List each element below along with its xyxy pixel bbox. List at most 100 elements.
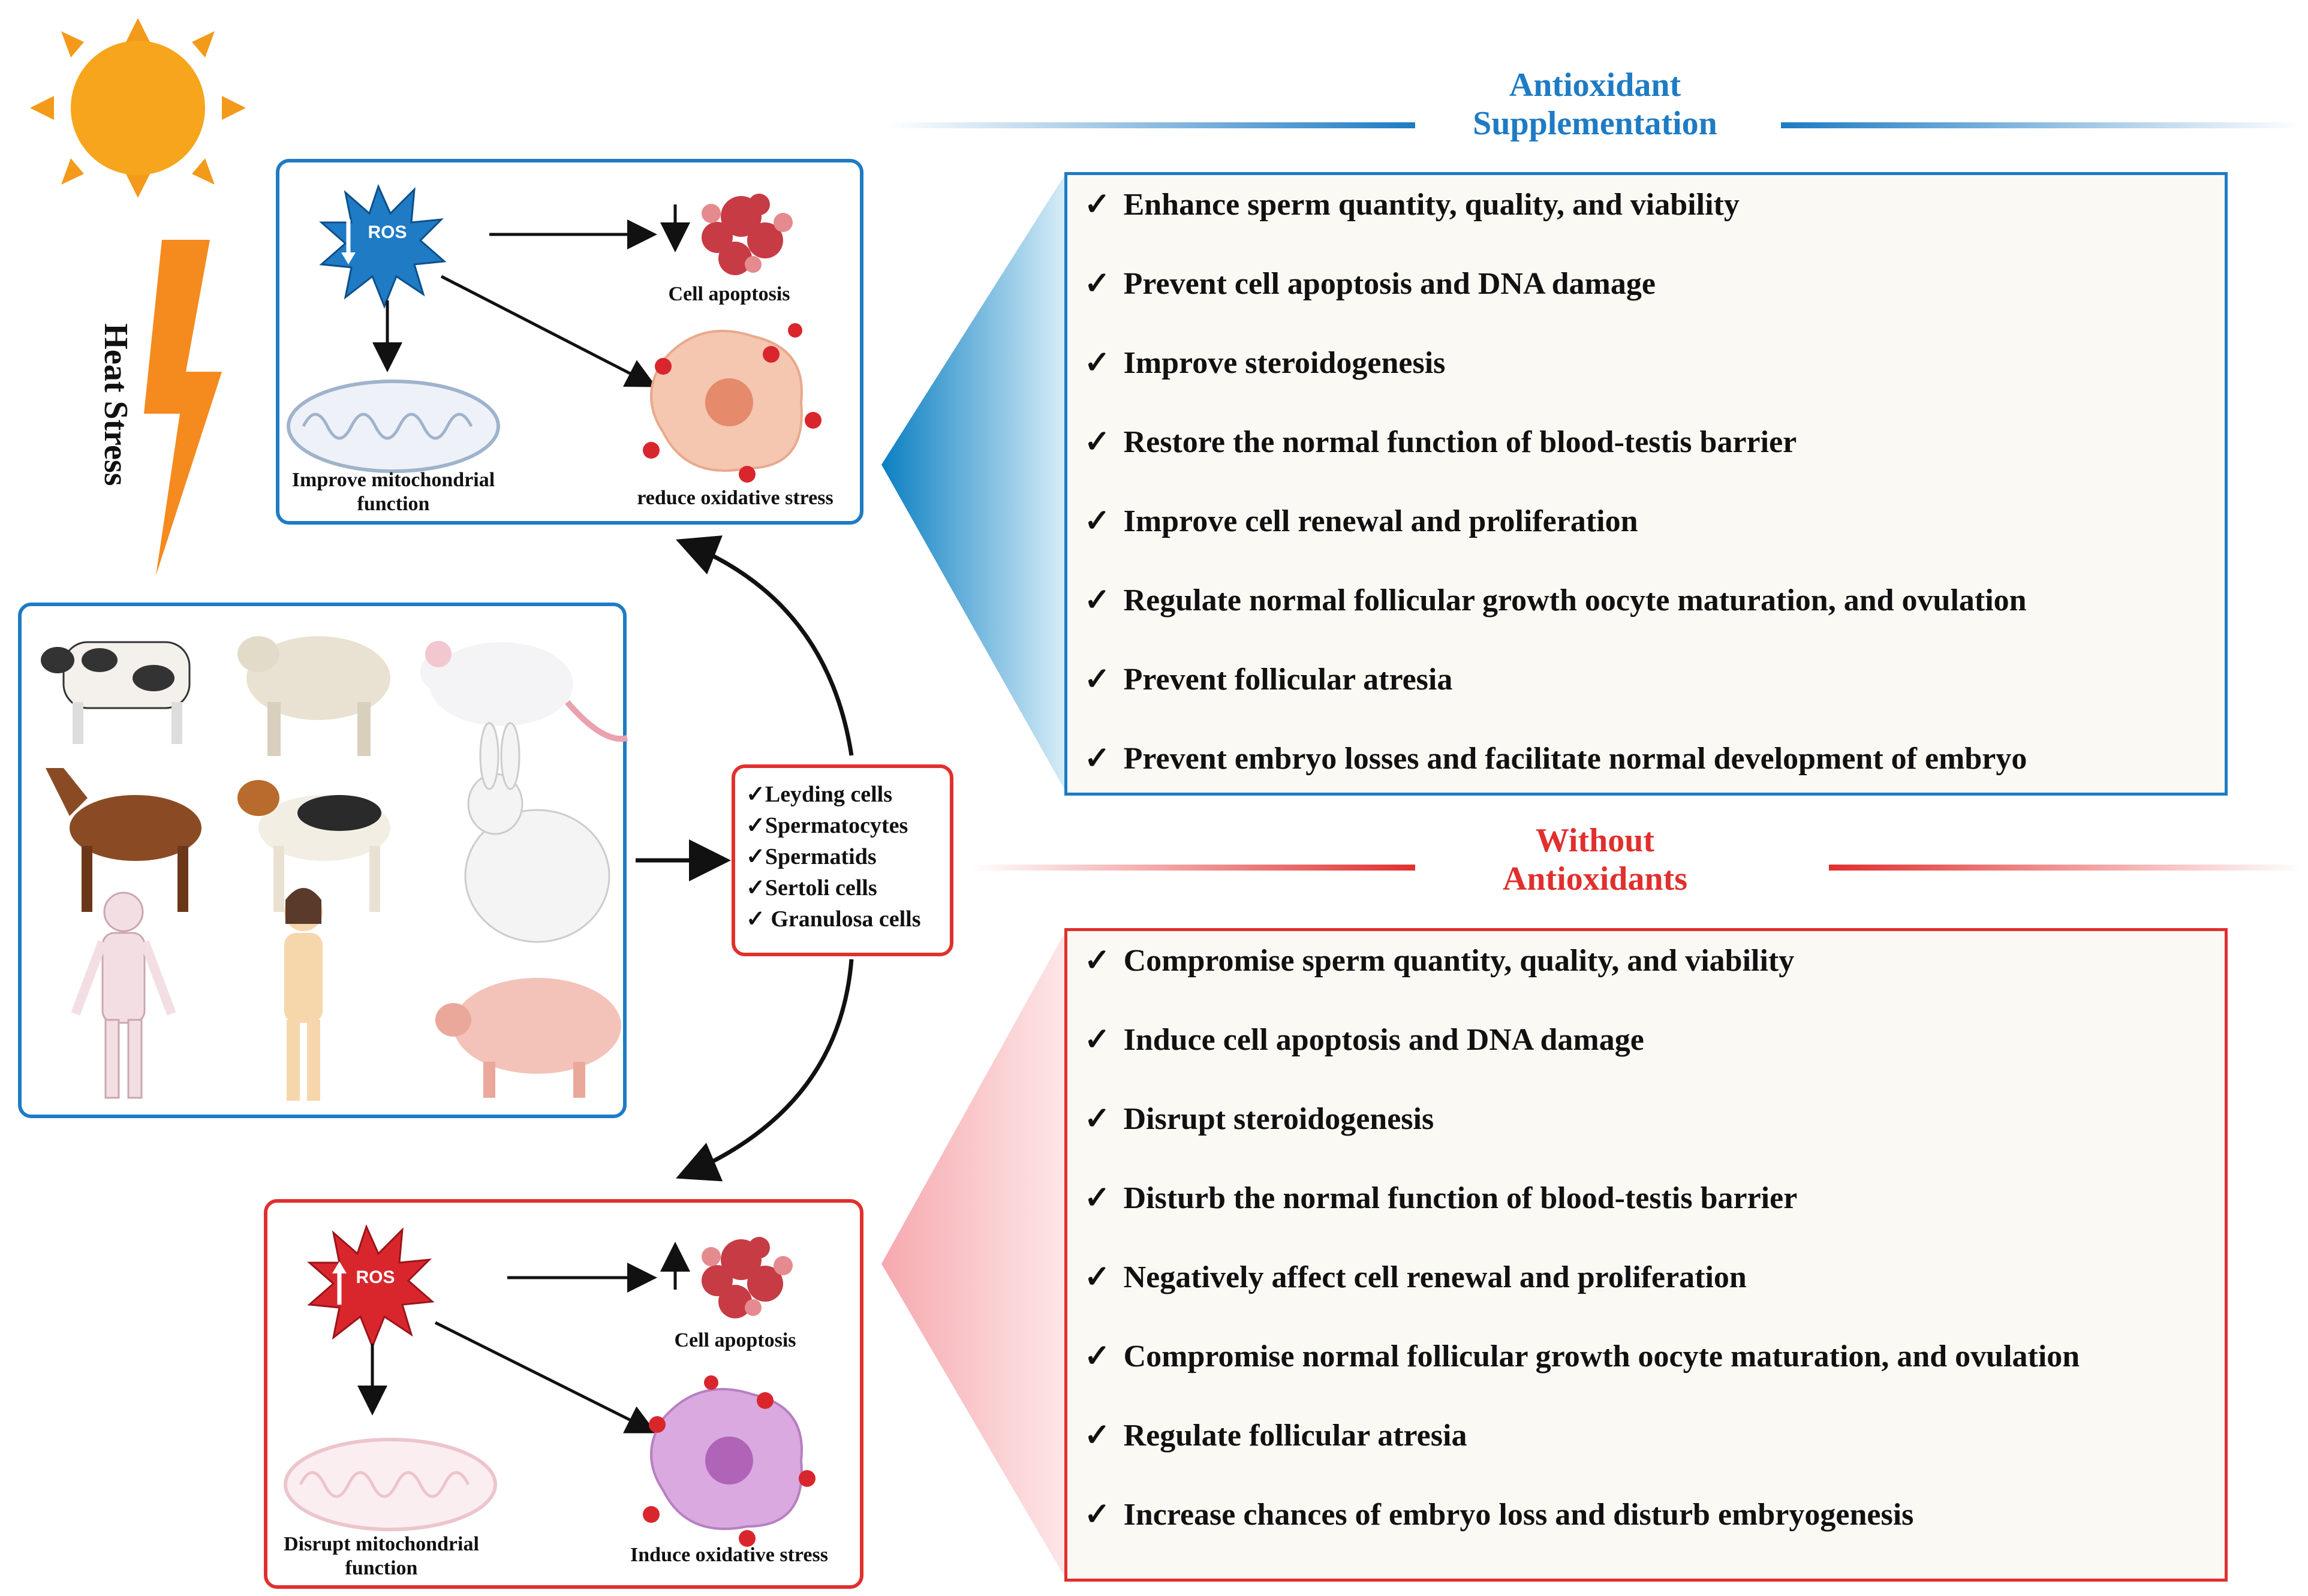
- oxidative-stress-cell-icon: [643, 323, 822, 483]
- antioxidant-divider: [887, 122, 2303, 128]
- cell-types-box: ✓Leyding cells✓Spermatocytes✓Spermatids✓…: [732, 764, 953, 956]
- check-icon: ✓: [1084, 425, 1111, 459]
- antioxidant-mito-line1: Improve mitochondrial: [291, 469, 495, 491]
- antioxidant-mito-label: Improve mitochondrial function: [291, 468, 495, 516]
- antioxidant-benefit-item-text: Restore the normal function of blood-tes…: [1123, 425, 1797, 459]
- without-title-line1: Without: [1535, 822, 1655, 859]
- antioxidant-ros-label: ROS: [368, 222, 407, 242]
- antioxidant-benefit-item-text: Prevent cell apoptosis and DNA damage: [1123, 267, 1656, 301]
- check-icon: ✓: [1084, 1023, 1111, 1057]
- without-effect-item-text: Negatively affect cell renewal and proli…: [1123, 1260, 1747, 1294]
- antioxidant-benefit-item-text: Improve cell renewal and proliferation: [1123, 504, 1638, 538]
- antioxidant-benefit-item: ✓ Prevent cell apoptosis and DNA damage: [1084, 266, 1656, 302]
- check-icon: ✓: [746, 907, 765, 932]
- without-effect-item: ✓ Regulate follicular atresia: [1084, 1418, 1467, 1454]
- without-effect-item-text: Disrupt steroidogenesis: [1123, 1102, 1434, 1136]
- cell-type-item: ✓Sertoli cells: [746, 875, 877, 901]
- antioxidant-benefit-item: ✓ Enhance sperm quantity, quality, and vi…: [1084, 187, 1740, 223]
- without-wedge: [881, 928, 1067, 1582]
- antioxidant-title: Antioxidant Supplementation: [1427, 66, 1763, 143]
- mitochondria-icon: [284, 1438, 497, 1531]
- without-effect-item: ✓ Increase chances of embryo loss and dis…: [1084, 1497, 1913, 1533]
- antioxidant-benefit-item: ✓ Prevent embryo losses and facilitate no…: [1084, 741, 2027, 777]
- antioxidant-title-line2: Supplementation: [1473, 105, 1717, 142]
- woman-icon: [284, 888, 323, 1101]
- without-effect-item: ✓ Disrupt steroidogenesis: [1084, 1101, 1434, 1137]
- without-effect-item: ✓Negatively affect cell renewal and prol…: [1084, 1260, 1747, 1296]
- cell-apoptosis-icon: [702, 1237, 793, 1318]
- without-title-line2: Antioxidants: [1502, 860, 1688, 898]
- antioxidant-oxidative-label: reduce oxidative stress: [637, 487, 833, 509]
- without-effect-item-text: Induce cell apoptosis and DNA damage: [1123, 1023, 1644, 1057]
- dog-icon: [237, 780, 390, 912]
- pig-icon: [435, 978, 621, 1098]
- check-icon: ✓: [1084, 1419, 1111, 1453]
- check-icon: ✓: [1084, 944, 1111, 978]
- heat-stress-label: Heat Stress: [97, 323, 134, 486]
- without-oxidative-label: Induce oxidative stress: [630, 1544, 828, 1566]
- check-icon: ✓: [1084, 1498, 1111, 1532]
- check-icon: ✓: [1084, 663, 1111, 697]
- antioxidant-benefits-list: ✓ Enhance sperm quantity, quality, and vi…: [1064, 172, 2228, 796]
- antioxidant-benefit-item: ✓ Prevent follicular atresia: [1084, 662, 1452, 698]
- antioxidant-mito-line2: function: [357, 493, 430, 515]
- cell-type-item: ✓Spermatids: [746, 844, 877, 870]
- antioxidant-benefit-item-text: Improve steroidogenesis: [1123, 346, 1446, 380]
- cell-type-text: Spermatocytes: [765, 813, 908, 838]
- check-icon: ✓: [1084, 1339, 1111, 1374]
- antioxidant-wedge: [881, 171, 1067, 794]
- rabbit-icon: [464, 722, 610, 943]
- without-effect-item-text: Compromise normal follicular growth oocy…: [1123, 1339, 2080, 1374]
- without-effect-item-text: Regulate follicular atresia: [1123, 1419, 1467, 1453]
- antioxidant-cell-apoptosis-label: Cell apoptosis: [668, 283, 790, 305]
- without-effect-item: ✓Compromise sperm quantity, quality, and…: [1084, 943, 1794, 979]
- without-mechanism-graphics: [284, 1224, 816, 1547]
- without-mechanism-panel: Cell apoptosis Disrupt mitochondrial fun…: [264, 1199, 863, 1589]
- antioxidant-mechanism-graphics: [287, 183, 822, 483]
- oxidative-stress-cell-icon: [643, 1375, 816, 1547]
- zebu-icon: [237, 636, 390, 756]
- man-icon: [71, 892, 176, 1099]
- without-mito-line1: Disrupt mitochondrial: [284, 1533, 479, 1555]
- cell-type-item: ✓ Granulosa cells: [746, 906, 921, 932]
- antioxidant-title-line1: Antioxidant: [1509, 67, 1681, 104]
- cell-type-text: Granulosa cells: [765, 907, 921, 932]
- cell-type-text: Spermatids: [765, 844, 877, 869]
- lightning-icon: [144, 240, 222, 576]
- mitochondria-icon: [287, 380, 500, 473]
- antioxidant-mechanism-panel: Cell apoptosis Improve mitochondrial fun…: [276, 159, 863, 525]
- without-effect-item-text: Increase chances of embryo loss and dist…: [1123, 1498, 1914, 1532]
- without-mito-label: Disrupt mitochondrial function: [273, 1532, 489, 1580]
- check-icon: ✓: [746, 782, 765, 807]
- antioxidant-benefit-item-text: Prevent embryo losses and facilitate nor…: [1123, 742, 2027, 776]
- species-grid: [41, 636, 628, 1101]
- cow-icon: [41, 641, 191, 744]
- check-icon: ✓: [1084, 742, 1111, 776]
- horse-icon: [46, 768, 201, 912]
- cell-type-item: ✓Spermatocytes: [746, 812, 908, 839]
- without-ros-label: ROS: [356, 1267, 395, 1287]
- check-icon: ✓: [1084, 267, 1111, 301]
- antioxidant-benefit-item-text: Regulate normal follicular growth oocyte…: [1123, 583, 2027, 618]
- without-cell-apoptosis-label: Cell apoptosis: [674, 1329, 796, 1351]
- antioxidant-benefit-item: ✓ Improve cell renewal and proliferation: [1084, 504, 1638, 540]
- check-icon: ✓: [1084, 1102, 1111, 1136]
- ros-burst-blue: [319, 183, 447, 309]
- without-effects-list: ✓Compromise sperm quantity, quality, and…: [1064, 928, 2228, 1582]
- rat-icon: [420, 641, 628, 742]
- antioxidant-benefit-item: ✓ Regulate normal follicular growth oocyt…: [1084, 583, 2027, 619]
- species-panel: [18, 603, 628, 1118]
- cell-apoptosis-icon: [702, 194, 793, 275]
- sun-icon: [30, 18, 246, 198]
- without-divider: [971, 865, 2303, 871]
- check-icon: ✓: [746, 813, 765, 838]
- check-icon: ✓: [1084, 583, 1111, 618]
- check-icon: ✓: [1084, 188, 1111, 222]
- check-icon: ✓: [746, 844, 765, 869]
- antioxidant-benefit-item-text: Prevent follicular atresia: [1123, 663, 1453, 697]
- check-icon: ✓: [746, 875, 765, 901]
- check-icon: ✓: [1084, 504, 1111, 538]
- antioxidant-benefit-item-text: Enhance sperm quantity, quality, and via…: [1123, 188, 1740, 222]
- without-effect-item: ✓ Induce cell apoptosis and DNA damage: [1084, 1022, 1644, 1058]
- check-icon: ✓: [1084, 1181, 1111, 1215]
